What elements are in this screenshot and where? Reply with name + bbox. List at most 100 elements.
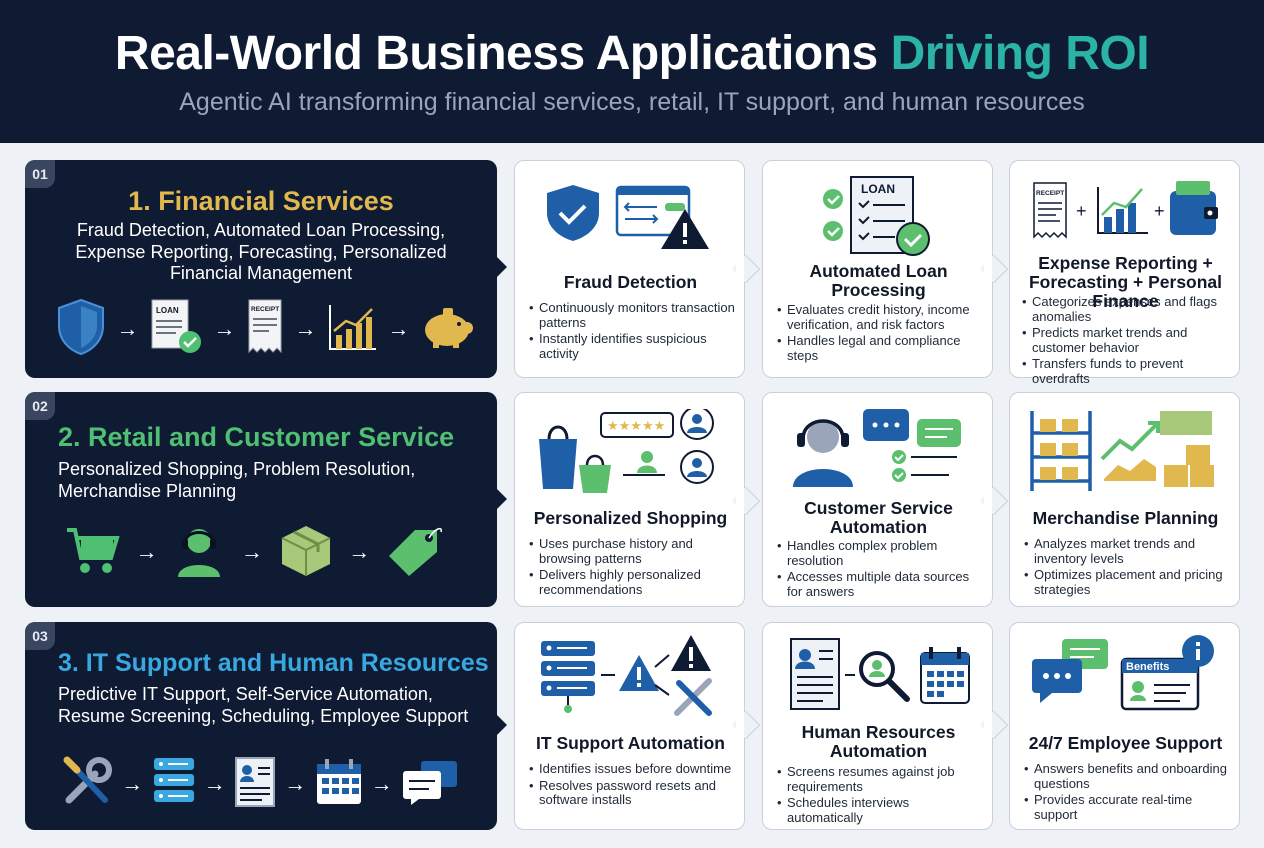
card-bullet-list: Evaluates credit history, income verific…: [777, 302, 987, 365]
inventory-shelf-icon: [1010, 407, 1241, 493]
title-main: Real-World Business Applications: [114, 27, 878, 80]
card-bullet-list: Identifies issues before downtime Resolv…: [529, 761, 739, 810]
arrow-icon: →: [387, 316, 410, 341]
shopping-cart-icon: [65, 524, 121, 581]
list-item: Optimizes placement and pricing strategi…: [1024, 567, 1234, 597]
section-it-support-hr: 03 3. IT Support and Human Resources Pre…: [0, 622, 1264, 840]
list-item: Schedules interviews automatically: [777, 795, 987, 825]
card-bullet-list: Screens resumes against job requirements…: [777, 764, 987, 827]
section-title: 1. Financial Services: [128, 186, 394, 216]
card-merchandise-planning: Merchandise Planning Analyzes market tre…: [1009, 392, 1240, 607]
list-item: Transfers funds to prevent overdrafts: [1022, 356, 1236, 386]
receipt-icon: RECEIPT: [245, 298, 285, 361]
section-description: Personalized Shopping, Problem Resolutio…: [58, 459, 416, 501]
section-title: 3. IT Support and Human Resources: [58, 649, 489, 677]
list-item: Provides accurate real-time support: [1024, 792, 1234, 822]
list-item: Accesses multiple data sources for answe…: [777, 569, 987, 599]
chat-bubbles-icon: [401, 759, 459, 810]
shield-icon: [55, 298, 107, 361]
card-title: IT Support Automation: [536, 733, 725, 753]
section-description: Predictive IT Support, Self-Service Auto…: [58, 684, 469, 726]
card-bullet-list: Categorizes expenses and flags anomalies…: [1022, 294, 1236, 388]
receipt-chart-wallet-icon: RECEIPT++: [1010, 173, 1241, 259]
section-description: Fraud Detection, Automated Loan Processi…: [75, 220, 447, 283]
resume-search-calendar-icon: [763, 635, 994, 721]
pointer: [496, 488, 507, 510]
section-retail-customer-service: 02 2. Retail and Customer Service Person…: [0, 392, 1264, 610]
card-title: Fraud Detection: [563, 272, 698, 292]
card-bullet-list: Handles complex problem resolution Acces…: [777, 538, 987, 601]
pointer: [496, 256, 507, 278]
list-item: Answers benefits and onboarding question…: [1024, 761, 1234, 791]
svg-text:+: +: [1154, 201, 1165, 221]
card-personalized-shopping: ★★★★★ Personalized Shopping Uses purchas…: [514, 392, 761, 607]
svg-text:★★★★★: ★★★★★: [607, 419, 665, 434]
chevron-mask: [984, 257, 992, 281]
card-title: Human Resources Automation: [801, 722, 956, 761]
card-employee-support: Benefits 24/7 Employee Support Answers b…: [1009, 622, 1240, 830]
piggy-bank-icon: [419, 304, 475, 355]
card-title: Automated Loan Processing: [809, 261, 948, 300]
loan-label: LOAN: [156, 306, 179, 315]
chevron-mask: [984, 713, 992, 737]
list-item: Continuously monitors transaction patter…: [529, 300, 739, 330]
list-item: Handles legal and compliance steps: [777, 333, 987, 363]
package-box-icon: [278, 522, 334, 583]
loan-document-icon: LOAN: [148, 298, 204, 361]
card-bullet-list: Uses purchase history and browsing patte…: [529, 536, 739, 599]
benefits-label: Benefits: [1126, 661, 1169, 673]
chevron-mask: [736, 489, 744, 513]
section-number-badge: 01: [25, 160, 55, 188]
section-title: 2. Retail and Customer Service: [58, 422, 455, 452]
arrow-icon: →: [135, 539, 158, 564]
card-expense-reporting: RECEIPT++ Expense Reporting + Forecastin…: [1009, 160, 1241, 385]
card-bullet-list: Continuously monitors transaction patter…: [529, 300, 739, 363]
title-accent: Driving ROI: [890, 27, 1150, 80]
shield-alert-icon: [515, 173, 746, 259]
card-title: 24/7 Employee Support: [1028, 733, 1223, 753]
price-tag-icon: [385, 522, 445, 583]
page-subtitle: Agentic AI transforming financial servic…: [179, 88, 1085, 116]
arrow-icon: →: [294, 316, 317, 341]
shopping-bags-reviews-icon: ★★★★★: [515, 406, 746, 495]
resume-icon: [234, 756, 276, 813]
list-item: Delivers highly personalized recommendat…: [529, 567, 739, 597]
card-fraud-detection: Fraud Detection Continuously monitors tr…: [514, 160, 761, 378]
section-panel: 02 2. Retail and Customer Service Person…: [25, 392, 507, 607]
card-bullet-list: Answers benefits and onboarding question…: [1024, 761, 1234, 824]
list-item: Resolves password resets and software in…: [529, 778, 739, 808]
card-customer-service-automation: Customer Service Automation Handles comp…: [762, 392, 1009, 607]
list-item: Handles complex problem resolution: [777, 538, 987, 568]
headset-agent-icon: [172, 521, 226, 584]
arrow-icon: →: [213, 316, 236, 341]
card-automated-loan-processing: LOAN Automated Loan Processing Evaluates…: [762, 160, 1009, 378]
receipt-label: RECEIPT: [251, 306, 279, 313]
section-financial-services: 01 1. Financial Services Fraud Detection…: [0, 160, 1264, 385]
card-it-support-automation: IT Support Automation Identifies issues …: [514, 622, 761, 830]
card-human-resources-automation: Human Resources Automation Screens resum…: [762, 622, 1009, 830]
loan-checklist-icon: LOAN: [763, 173, 994, 259]
process-icons: → → →: [65, 520, 445, 584]
pointer: [496, 714, 507, 736]
card-bullet-list: Analyzes market trends and inventory lev…: [1024, 536, 1234, 599]
arrow-icon: →: [348, 539, 371, 564]
arrow-icon: →: [370, 771, 393, 796]
list-item: Screens resumes against job requirements: [777, 764, 987, 794]
card-title: Customer Service Automation: [804, 498, 953, 537]
list-item: Predicts market trends and customer beha…: [1022, 325, 1236, 355]
arrow-icon: →: [284, 771, 307, 796]
chevron-mask: [984, 489, 992, 513]
server-icon: [152, 756, 196, 813]
server-alert-tools-icon: [515, 633, 746, 719]
section-number-badge: 03: [25, 622, 55, 650]
chevron-mask: [736, 713, 744, 737]
arrow-icon: →: [203, 771, 226, 796]
page-title: Real-World Business Applications Driving…: [0, 26, 1264, 81]
section-panel: 03 3. IT Support and Human Resources Pre…: [25, 622, 507, 830]
receipt-label: RECEIPT: [1036, 190, 1064, 197]
wrench-screwdriver-icon: [61, 756, 113, 813]
list-item: Instantly identifies suspicious activity: [529, 331, 739, 361]
header: Real-World Business Applications Driving…: [0, 0, 1264, 143]
process-icons: → LOAN → RECEIPT → →: [55, 297, 475, 361]
list-item: Evaluates credit history, income verific…: [777, 302, 987, 332]
